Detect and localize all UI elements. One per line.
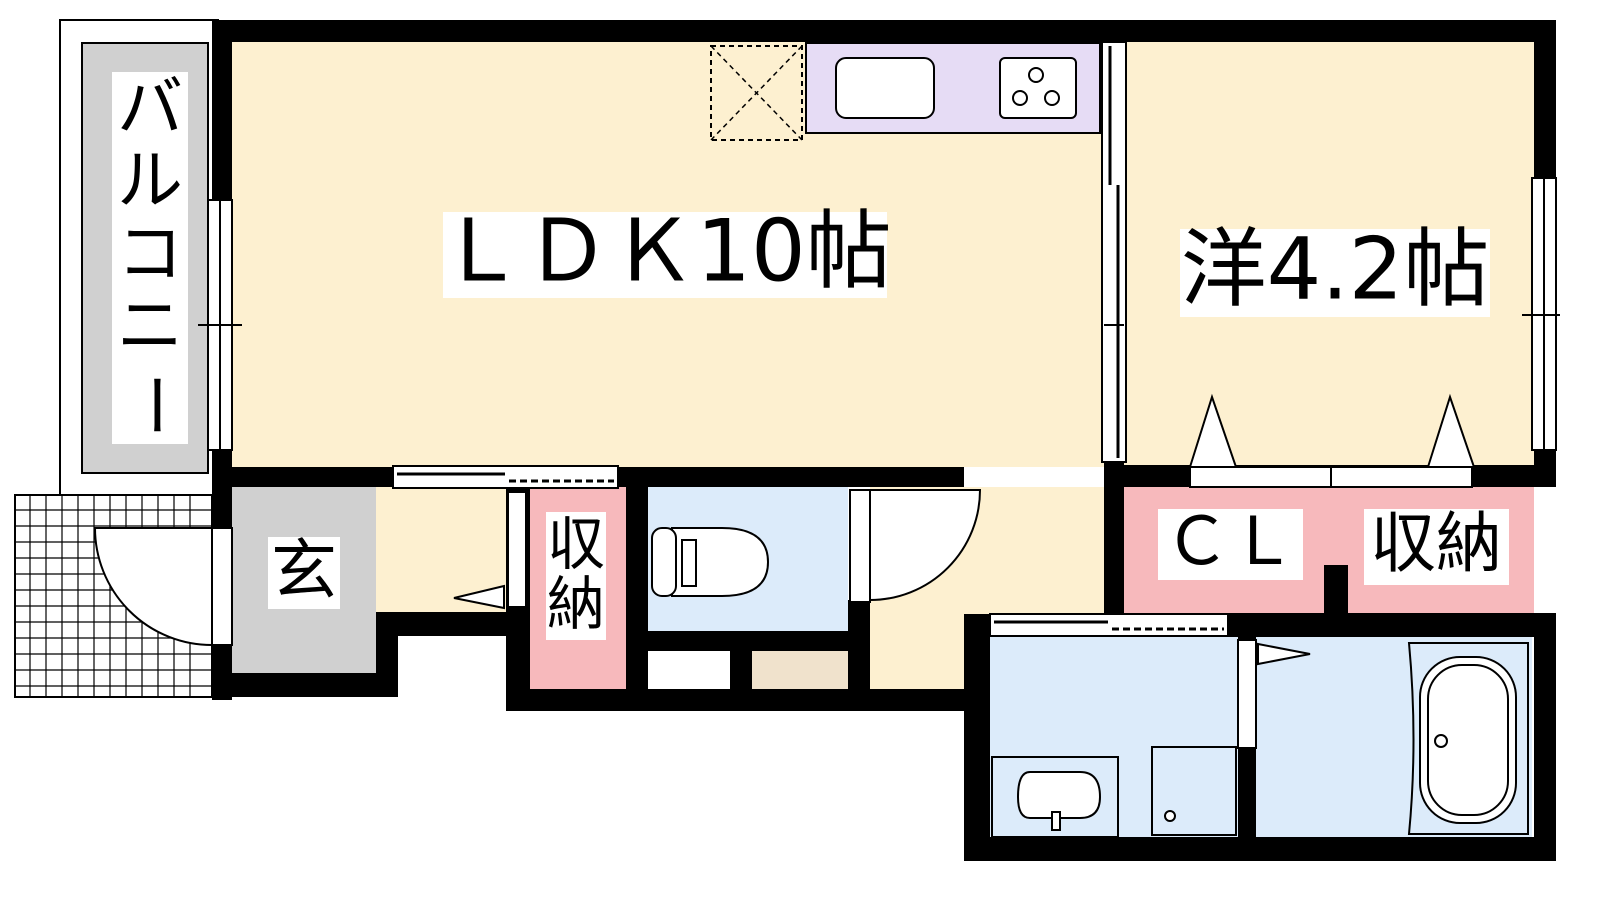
label-backgrounds <box>268 212 1509 640</box>
bathtub-icon <box>1407 642 1529 835</box>
balcony-char-5: ー <box>116 372 193 438</box>
windows <box>198 177 1560 451</box>
balcony <box>59 19 219 496</box>
sink-icon <box>835 57 935 119</box>
balcony-char-4: ニ <box>117 287 183 364</box>
entrance-porch-tiles <box>14 494 213 698</box>
storage-label-top: 収 <box>547 510 605 578</box>
balcony-char-2: ル <box>117 142 183 219</box>
toilet-icon <box>651 527 770 597</box>
closet-storage-label: 収納 <box>1370 505 1502 582</box>
kitchen-counter <box>805 42 1101 134</box>
western-room-label: 洋4.2帖 <box>1181 219 1490 319</box>
storage-label-bottom: 納 <box>547 570 605 638</box>
washing-machine-space <box>1151 746 1237 836</box>
closet-label: ＣＬ <box>1164 503 1296 580</box>
room-floors <box>232 42 1534 837</box>
washbasin-icon <box>991 756 1119 838</box>
doors <box>211 41 1476 749</box>
entrance-label: 玄 <box>271 532 337 609</box>
balcony-char-1: バ <box>117 69 183 146</box>
ldk-label: ＬＤＫ10帖 <box>438 201 891 301</box>
stove-icon <box>999 57 1077 119</box>
fridge-space <box>710 45 803 141</box>
balcony-char-3: コ <box>117 215 183 292</box>
